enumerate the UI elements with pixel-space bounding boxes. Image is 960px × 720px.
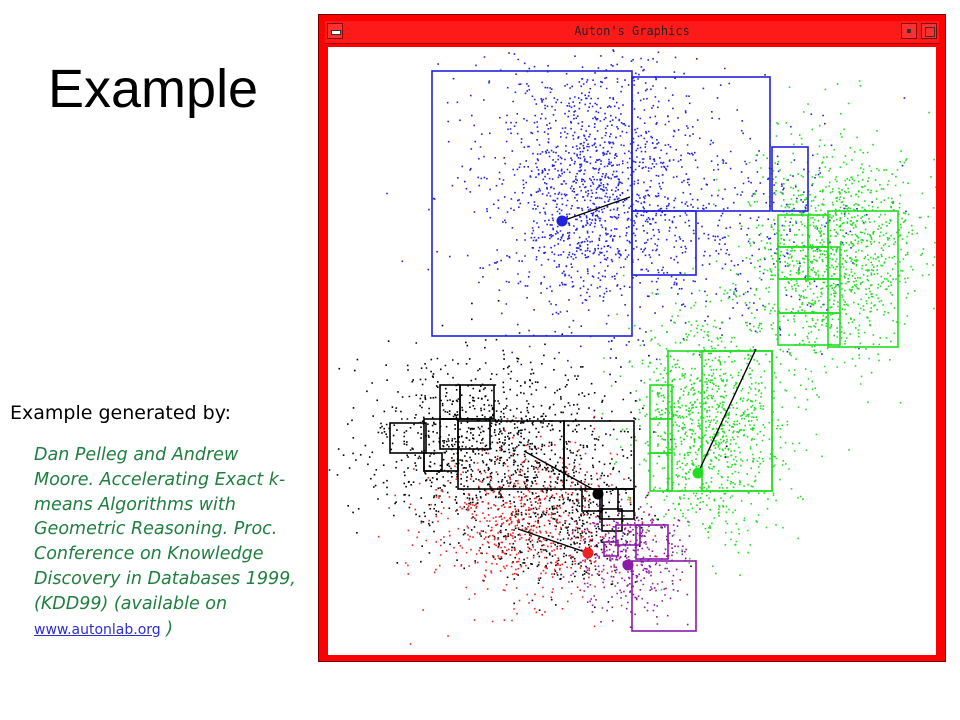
centroid-trail bbox=[697, 348, 757, 474]
kd-box bbox=[631, 210, 697, 276]
credit-heading: Example generated by: bbox=[10, 402, 231, 424]
centroid-marker bbox=[556, 215, 568, 227]
citation-text: Dan Pelleg and Andrew Moore. Acceleratin… bbox=[34, 445, 296, 614]
kd-box bbox=[649, 452, 673, 492]
kd-box bbox=[599, 488, 635, 520]
centroid-marker bbox=[582, 547, 594, 559]
kd-box bbox=[777, 312, 841, 346]
centroid-trails bbox=[517, 196, 757, 554]
kd-box bbox=[701, 350, 773, 492]
point-cloud bbox=[386, 49, 769, 407]
kd-box bbox=[631, 76, 771, 212]
kd-box bbox=[459, 384, 495, 420]
kd-box bbox=[431, 70, 633, 337]
point-cloud bbox=[601, 255, 873, 591]
kd-tree-boxes bbox=[389, 70, 899, 632]
kd-box bbox=[777, 214, 809, 248]
data-points bbox=[328, 49, 936, 645]
point-cloud bbox=[565, 74, 907, 356]
window-titlebar[interactable]: Auton's Graphics bbox=[325, 21, 939, 44]
window-title: Auton's Graphics bbox=[574, 24, 690, 38]
kd-box bbox=[635, 524, 669, 560]
centroid-trail bbox=[517, 528, 589, 554]
autonlab-link[interactable]: www.autonlab.org bbox=[34, 621, 161, 638]
centroid-trail bbox=[523, 450, 597, 492]
centroid-trail bbox=[561, 196, 631, 222]
centroid-marker bbox=[592, 488, 604, 500]
kd-box bbox=[603, 541, 619, 557]
kmeans-plot bbox=[328, 49, 936, 645]
citation: Dan Pelleg and Andrew Moore. Acceleratin… bbox=[34, 443, 296, 642]
kd-box bbox=[439, 418, 491, 450]
kd-box bbox=[601, 508, 623, 532]
kd-box bbox=[771, 146, 809, 212]
kd-box bbox=[423, 452, 443, 472]
point-cloud bbox=[433, 435, 692, 611]
autons-graphics-window: Auton's Graphics bbox=[318, 14, 946, 662]
kd-box bbox=[615, 524, 641, 546]
centroid-marker bbox=[692, 467, 704, 479]
centroids bbox=[556, 215, 704, 571]
citation-tail: ) bbox=[160, 618, 174, 639]
maximize-icon[interactable] bbox=[921, 23, 937, 39]
slide-title: Example bbox=[48, 59, 259, 119]
kd-box bbox=[631, 560, 697, 632]
kd-box bbox=[389, 422, 427, 454]
kd-box bbox=[807, 246, 829, 280]
graphics-canvas bbox=[328, 47, 936, 655]
point-cloud bbox=[691, 80, 936, 451]
kd-box bbox=[617, 488, 635, 512]
centroid-marker bbox=[622, 559, 634, 571]
kd-box bbox=[807, 214, 829, 248]
window-menu-icon[interactable] bbox=[327, 23, 343, 39]
minimize-icon[interactable] bbox=[901, 23, 917, 39]
